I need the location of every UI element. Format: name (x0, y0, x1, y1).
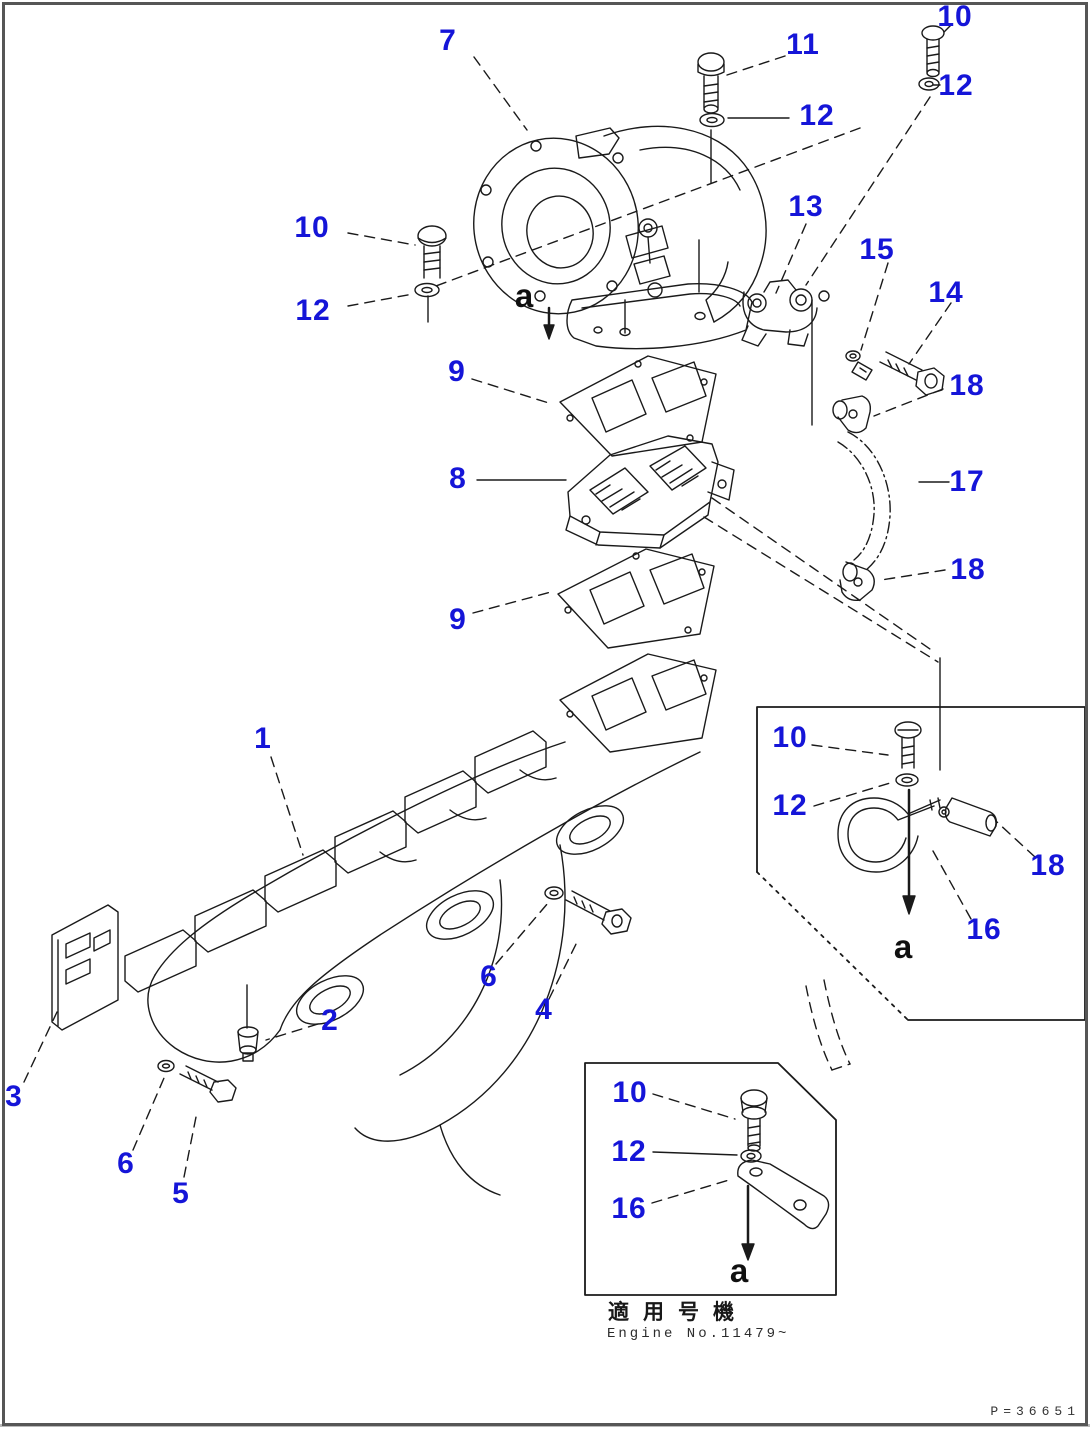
bolt-10-left-drawing (417, 225, 447, 279)
bolt-14-drawing (879, 351, 945, 396)
washer-6-left-drawing (157, 1059, 175, 1073)
part-callout: 12 (611, 1135, 647, 1168)
part-callout: 6 (480, 960, 498, 993)
construction-lines (435, 96, 939, 1071)
part-callout: 9 (448, 355, 466, 388)
part-callout: 10 (294, 211, 330, 244)
turbocharger-drawing (473, 125, 767, 350)
part-callout: 15 (859, 233, 895, 266)
gasket-9-lower-drawing (557, 548, 715, 649)
part-callout: 16 (611, 1192, 647, 1225)
applicable-machine-label-jp: 適用号機 (608, 1301, 748, 1324)
part-callout: 18 (950, 553, 986, 586)
plug-2-drawing (237, 1026, 259, 1062)
bolt-10-top-right-drawing (921, 25, 945, 78)
part-callout: 2 (321, 1004, 339, 1037)
bolt-11-drawing (697, 52, 725, 114)
bracket-13-drawing (741, 279, 830, 347)
bolt-4-drawing (565, 890, 632, 935)
washer-12-top-right-drawing (918, 77, 940, 91)
inset-bottom-parts (737, 1089, 830, 1230)
arrow-a-bottom-inset (741, 1184, 755, 1261)
part-callout: 4 (535, 993, 553, 1026)
part-callout: 10 (772, 721, 808, 754)
clip-18-lower-drawing (839, 561, 875, 602)
arrow-a-turbo (543, 306, 555, 340)
part-callout: 8 (449, 462, 467, 495)
reference-letter: a (729, 1252, 749, 1289)
inset-box-bottom (584, 1062, 837, 1296)
part-callout: 18 (949, 369, 985, 402)
part-callout: 9 (449, 603, 467, 636)
washer-6-center-drawing (544, 886, 564, 900)
leader-lines-solid (476, 84, 950, 1156)
part-callout: 7 (439, 24, 457, 57)
construction-lines-solid (427, 129, 941, 771)
leader-lines (23, 24, 1036, 1204)
arrow-a-right-inset (902, 788, 916, 915)
part-callout: 12 (295, 294, 331, 327)
part-callout: 1 (254, 722, 272, 755)
part-callout: 12 (772, 789, 808, 822)
part-callout: 10 (937, 0, 973, 33)
spacer-8-drawing (565, 435, 735, 549)
part-callout: 3 (5, 1080, 23, 1113)
print-code-label: P=36651 (990, 1404, 1080, 1419)
part-callout: 5 (172, 1177, 190, 1210)
bolt-5-drawing (179, 1065, 237, 1103)
tube-17-drawing (837, 431, 891, 571)
washer-12-left-drawing (414, 282, 440, 298)
inset-right-parts (837, 721, 998, 873)
part-callout: 17 (949, 465, 985, 498)
exhaust-manifold-drawing (124, 653, 717, 1196)
clip-18-upper-drawing (832, 395, 872, 434)
part-callout: 10 (612, 1076, 648, 1109)
washer-12-under-11-drawing (699, 112, 725, 128)
reference-letter: a (514, 277, 534, 314)
plate-3-drawing (51, 904, 119, 1031)
part-callout: 11 (786, 28, 820, 61)
gasket-9-upper-drawing (559, 355, 717, 457)
bolt-15-drawing (845, 350, 873, 381)
engine-serial-range-label: Engine No.11479~ (607, 1326, 790, 1342)
part-callout: 12 (938, 69, 974, 102)
part-callout: 14 (928, 276, 964, 309)
part-callout: 6 (117, 1147, 135, 1180)
reference-letter: a (893, 928, 913, 965)
part-callout: 18 (1030, 849, 1066, 882)
part-callout: 13 (788, 190, 824, 223)
part-callout: 16 (966, 913, 1002, 946)
part-callout: 12 (799, 99, 835, 132)
